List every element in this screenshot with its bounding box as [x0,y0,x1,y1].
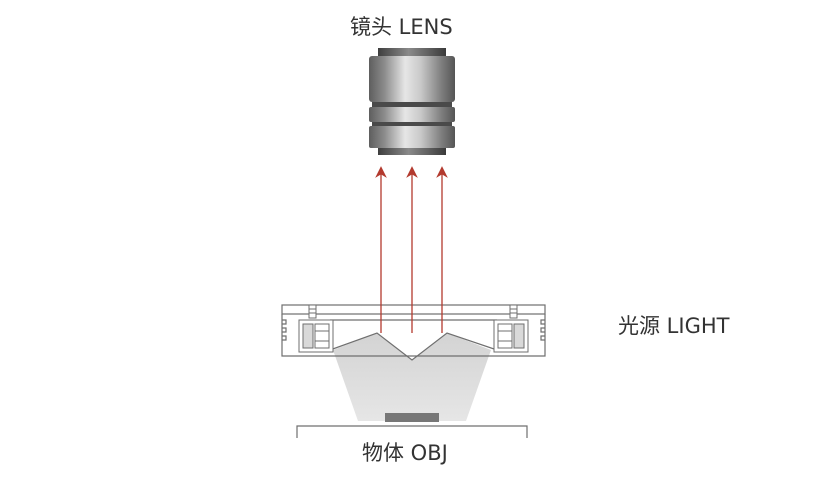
reflected-rays [375,166,448,333]
object-sample [385,413,439,422]
light-beam [333,333,491,421]
object-label: 物体 OBJ [362,441,448,465]
led-module-right-icon [493,304,529,353]
lens-icon [369,48,455,155]
led-module-left-icon [298,304,334,353]
lens-label: 镜头 LENS [350,15,453,39]
stage-base [296,425,528,438]
light-label: 光源 LIGHT [618,314,730,338]
